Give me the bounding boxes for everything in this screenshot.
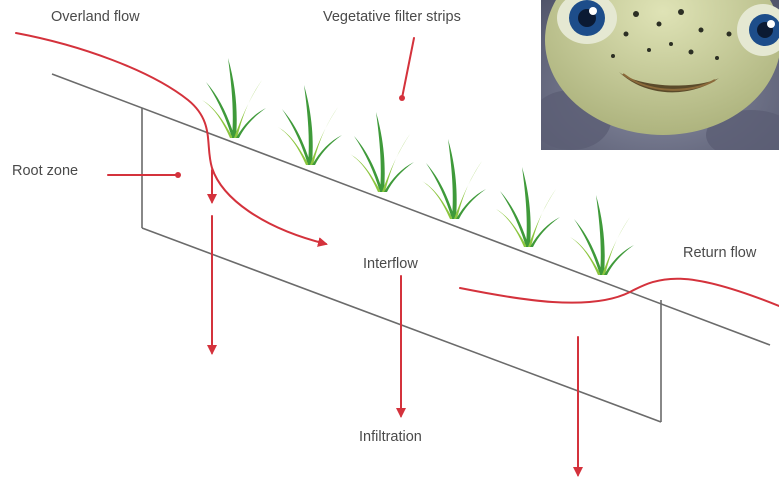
overland-flow-label: Overland flow (51, 9, 140, 25)
grass-clump (496, 167, 560, 247)
vegetative-filter-strips-label: Vegetative filter strips (323, 9, 461, 25)
interflow-label: Interflow (363, 256, 418, 272)
root-zone-label: Root zone (12, 163, 78, 179)
return-flow-label: Return flow (683, 245, 756, 261)
root-zone-pointer-dot (175, 172, 181, 178)
infiltration-label: Infiltration (359, 429, 422, 445)
return-flow-path (460, 279, 779, 306)
grass-clump (350, 112, 414, 192)
grass-clump (202, 58, 266, 138)
grass-clump (422, 139, 486, 219)
grass-clump (278, 85, 342, 165)
filter-strips-pointer (402, 38, 414, 98)
overland-flow-path (16, 33, 326, 244)
grass-clump (570, 195, 634, 275)
filter-strips-pointer-dot (399, 95, 405, 101)
pufferfish-photo (541, 0, 779, 150)
